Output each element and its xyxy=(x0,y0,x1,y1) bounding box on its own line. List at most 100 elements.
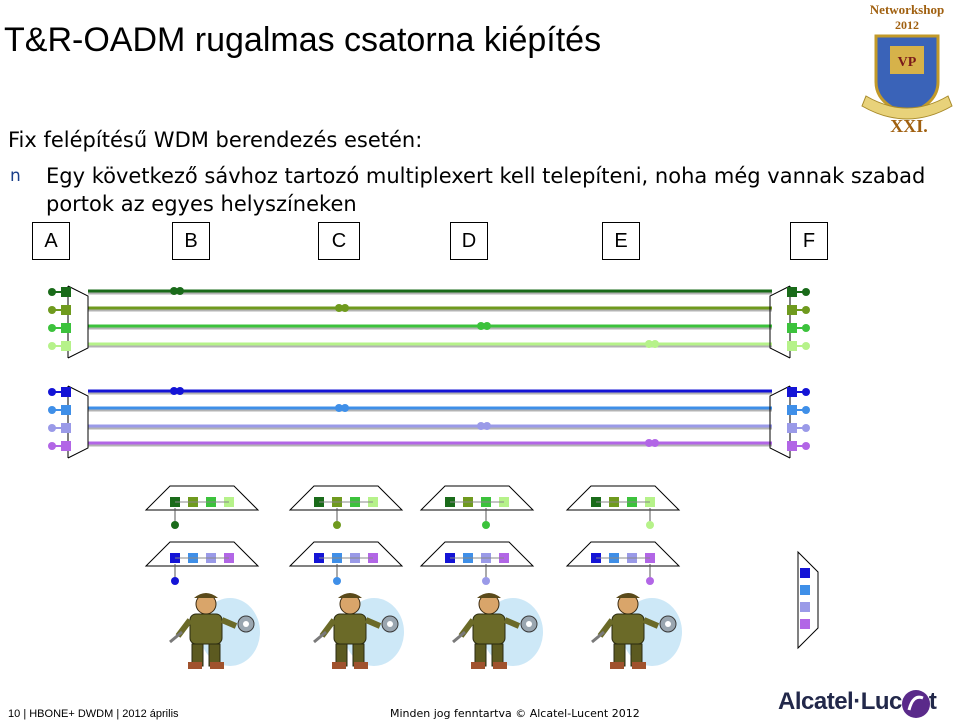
worker-cap-2 xyxy=(477,593,501,598)
add-drop-point-6a xyxy=(477,422,485,430)
worker-boot-left-3 xyxy=(610,662,624,669)
mux-port-dot-f23 xyxy=(802,442,810,450)
worker-boot-left-1 xyxy=(332,662,346,669)
oadm-body-blue-1 xyxy=(288,541,404,567)
worker-wrench-icon-2 xyxy=(452,630,466,644)
mux-port-dot-a11 xyxy=(48,306,56,314)
mux-port-square-f22 xyxy=(787,423,797,433)
worker-wrench-icon-3 xyxy=(591,630,605,644)
worker-cap-1 xyxy=(338,593,362,598)
mux-port-square-f23 xyxy=(787,441,797,451)
mux-port-square-f12 xyxy=(787,323,797,333)
worker-boot-right-0 xyxy=(210,662,224,669)
slide-subtitle: Fix felépítésű WDM berendezés esetén: xyxy=(8,128,423,152)
mux-port-dot-f20 xyxy=(802,388,810,396)
mux-port-square-f10 xyxy=(787,287,797,297)
footer-sep-1: | xyxy=(23,708,30,720)
worker-torso-0 xyxy=(189,613,223,645)
worker-cap-0 xyxy=(194,593,218,598)
add-drop-point-7a xyxy=(645,439,653,447)
mux-port-square-a13 xyxy=(61,341,71,351)
oadm-body-green-1 xyxy=(288,485,404,511)
mux-port-square-a12 xyxy=(61,323,71,333)
mux-port-square-f11 xyxy=(787,305,797,315)
add-drop-point-5a xyxy=(335,404,343,412)
oadm-drop-dot-green-3 xyxy=(646,521,654,529)
oadm-drop-dot-green-1 xyxy=(333,521,341,529)
add-drop-point-6b xyxy=(483,422,491,430)
oadm-drop-dot-blue-0 xyxy=(171,577,179,585)
worker-arm-right-2 xyxy=(503,617,521,629)
alcatel-lucent-logo-icon xyxy=(902,690,930,718)
footer-sep-2: | xyxy=(116,708,123,720)
add-drop-point-4b xyxy=(176,387,184,395)
mux-port-square-a23 xyxy=(61,441,71,451)
mux-port-dot-f10 xyxy=(802,288,810,296)
mux-port-dot-f21 xyxy=(802,406,810,414)
mux-port-square-a10 xyxy=(61,287,71,297)
mux-port-dot-a12 xyxy=(48,324,56,332)
mux-port-dot-f11 xyxy=(802,306,810,314)
oadm-drop-dot-blue-1 xyxy=(333,577,341,585)
worker-boot-left-0 xyxy=(188,662,202,669)
mux-port-square-a11 xyxy=(61,305,71,315)
add-drop-point-7b xyxy=(651,439,659,447)
worker-boot-right-1 xyxy=(354,662,368,669)
worker-arm-right-3 xyxy=(642,617,660,629)
spare-mux-port-2 xyxy=(800,602,810,612)
worker-wrench-icon-0 xyxy=(169,630,183,644)
worker-torso-3 xyxy=(611,613,645,645)
mux-port-square-a21 xyxy=(61,405,71,415)
mux-outline-a1 xyxy=(67,285,89,359)
oadm-drop-dot-green-2 xyxy=(482,521,490,529)
oadm-drop-dot-green-0 xyxy=(171,521,179,529)
worker-arm-right-1 xyxy=(364,617,382,629)
oadm-body-blue-2 xyxy=(419,541,535,567)
worker-boot-right-2 xyxy=(493,662,507,669)
mux-port-square-f20 xyxy=(787,387,797,397)
add-drop-point-0a xyxy=(170,287,178,295)
footer-event: HBONE+ DWDM xyxy=(29,708,114,720)
footer-date: 2012 április xyxy=(122,708,179,720)
worker-cap-3 xyxy=(616,593,640,598)
add-drop-point-3b xyxy=(651,340,659,348)
add-drop-point-2b xyxy=(483,322,491,330)
footer-copyright: Minden jog fenntartva © Alcatel-Lucent 2… xyxy=(390,707,640,720)
add-drop-point-0b xyxy=(176,287,184,295)
mux-outline-f2 xyxy=(769,385,791,459)
spare-mux-port-1 xyxy=(800,585,810,595)
mux-port-square-a22 xyxy=(61,423,71,433)
oadm-drop-dot-blue-2 xyxy=(482,577,490,585)
node-b: B xyxy=(172,222,210,260)
add-drop-point-5b xyxy=(341,404,349,412)
slide-title: T&R-OADM rugalmas csatorna kiépítés xyxy=(4,21,602,59)
node-f: F xyxy=(790,222,828,260)
add-drop-point-3a xyxy=(645,340,653,348)
mux-port-square-f21 xyxy=(787,405,797,415)
bullet-text: Egy következő sávhoz tartozó multiplexer… xyxy=(46,164,926,216)
oadm-body-green-0 xyxy=(144,485,260,511)
worker-arm-right-0 xyxy=(220,617,238,629)
mux-port-dot-a10 xyxy=(48,288,56,296)
worker-gear-hub-3 xyxy=(665,621,671,627)
oadm-drop-dot-blue-3 xyxy=(646,577,654,585)
worker-torso-2 xyxy=(472,613,506,645)
spare-mux-body xyxy=(797,550,819,650)
badge-edition: XXI. xyxy=(890,116,928,136)
node-d: D xyxy=(450,222,488,260)
footer-left: 10 | HBONE+ DWDM | 2012 április xyxy=(8,708,179,720)
add-drop-point-1b xyxy=(341,304,349,312)
worker-torso-1 xyxy=(333,613,367,645)
mux-port-dot-a23 xyxy=(48,442,56,450)
spare-mux-port-0 xyxy=(800,568,810,578)
mux-outline-a2 xyxy=(67,385,89,459)
mux-port-square-f13 xyxy=(787,341,797,351)
badge-top-text: Networkshop xyxy=(870,2,944,17)
add-drop-point-4a xyxy=(170,387,178,395)
worker-gear-hub-2 xyxy=(526,621,532,627)
worker-boot-right-3 xyxy=(632,662,646,669)
oadm-body-blue-0 xyxy=(144,541,260,567)
add-drop-point-1a xyxy=(335,304,343,312)
oadm-body-green-3 xyxy=(565,485,681,511)
